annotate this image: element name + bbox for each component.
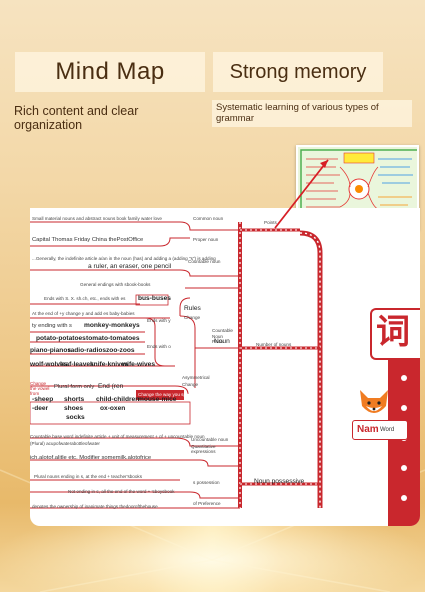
row-sheep: -sheep	[32, 396, 54, 403]
label-noun: Noun	[214, 338, 230, 345]
noun-badge: Nam Word	[352, 420, 408, 440]
label-of-preference: of Preference	[193, 501, 221, 506]
page-subtitle: Strong memory	[229, 60, 367, 83]
page-title: Mind Map	[55, 58, 165, 85]
row-wolf: wolf-wolves	[30, 361, 68, 368]
row-plural-ending-s: Plural nouns ending in s, at the end + t…	[34, 474, 143, 479]
row-y-change: At the end of +y change y and add es bab…	[32, 311, 135, 316]
row-zoo: zoo-zoos	[106, 347, 135, 354]
label-rules: Rules	[184, 305, 201, 312]
label-points: Points	[264, 220, 277, 225]
fox-icon	[360, 390, 388, 413]
label-asymmetrical: Asymmetrical Change	[182, 374, 212, 388]
row-material-nouns: Small material nouns and abstract nouns …	[32, 216, 162, 221]
section-title-char: 词	[370, 308, 420, 360]
label-common-noun: Common noun	[193, 216, 224, 221]
row-tomato: tomato-tomatoes	[86, 335, 140, 342]
row-cup-of-water: (Plural) acupofwaterabottleofwater	[30, 441, 100, 446]
row-shorts: shorts	[64, 396, 85, 403]
row-ends-with-o: Ends with o	[147, 344, 171, 349]
row-piano: piano-pianos	[30, 347, 72, 354]
label-proper-noun: Proper noun	[193, 237, 219, 242]
description: Systematic learning of various types of …	[212, 100, 412, 127]
row-ty-ending: ty ending with s	[32, 323, 72, 329]
mindmap-lines	[30, 221, 420, 526]
row-vowel-change: Change the vowel from	[30, 381, 52, 396]
mindmap-card: Small material nouns and abstract nouns …	[30, 208, 420, 526]
label-uncountable-noun: Uncountable noun	[191, 437, 229, 442]
row-ox: ox-oxen	[100, 405, 126, 412]
row-socks: socks	[66, 414, 85, 421]
label-change: Change	[184, 315, 201, 320]
row-bus-buses: bus-buses	[138, 295, 171, 302]
subtitle-box: Strong memory	[213, 52, 383, 92]
row-countable-base: Countable base word indefinite article +…	[30, 434, 205, 439]
row-leaf: leaf-leaves	[60, 361, 94, 368]
row-general-endings: General endings with sbook-books	[80, 282, 151, 287]
row-knife: knife-knives	[90, 361, 129, 368]
row-vowel-change-text: Change the vowel from	[30, 381, 50, 396]
row-spell-change: Change the way you spell	[138, 392, 191, 397]
noun-badge-main: Nam	[357, 424, 379, 435]
row-modifier: ich.alotof.alitle etc. Modifier somemilk…	[30, 455, 152, 461]
row-plural-only: Plural form only	[54, 384, 95, 390]
row-deer: -deer	[32, 405, 49, 412]
label-s-possession: s possession	[193, 480, 220, 485]
label-countable-noun-plural: Countable Noun Plural	[212, 328, 234, 345]
row-ends-with-y: Ends with y	[147, 318, 171, 323]
label-asymmetrical-text: Asymmetrical Change	[182, 375, 210, 387]
row-potato: potato-potatoes	[36, 335, 86, 342]
tagline: Rich content and clear organization	[14, 104, 139, 132]
row-mouse: mouse-mice	[138, 396, 177, 403]
label-quantitative-text: Quantitative expressions	[191, 444, 216, 454]
row-ruler: a ruler, an eraser, one pencil	[88, 263, 172, 270]
noun-badge-word: Word	[380, 427, 395, 433]
label-noun-possessive: Noun possessive	[254, 478, 305, 485]
row-ownership: denotes the ownership of inanimate thing…	[32, 504, 158, 509]
label-quantitative: Quantitative expressions	[191, 444, 225, 454]
row-indefinite-article: ...Generally, the indefinite article a/a…	[32, 256, 216, 261]
row-child: child-children	[96, 396, 140, 403]
row-radio: radio-radios	[68, 347, 107, 354]
row-shoes: shoes	[64, 405, 84, 412]
row-capital: Capital Thomas Friday China thePostOffic…	[32, 237, 144, 243]
label-number-of-nouns: Number of nouns	[256, 342, 292, 347]
row-ends-with-s: Ends with S. X. sh.ch, etc., ends with e…	[44, 296, 126, 301]
row-end-ren: End (ren	[98, 383, 124, 390]
label-countable-noun: Countable noun	[188, 259, 221, 264]
row-monkey: monkey-monkeys	[84, 322, 140, 329]
label-countable-noun-plural-text: Countable Noun Plural	[212, 328, 233, 344]
row-not-ending-s: Not ending in s, all the end of the word…	[68, 489, 175, 494]
title-box: Mind Map	[15, 52, 205, 92]
row-wife: wife-wives	[122, 361, 155, 368]
